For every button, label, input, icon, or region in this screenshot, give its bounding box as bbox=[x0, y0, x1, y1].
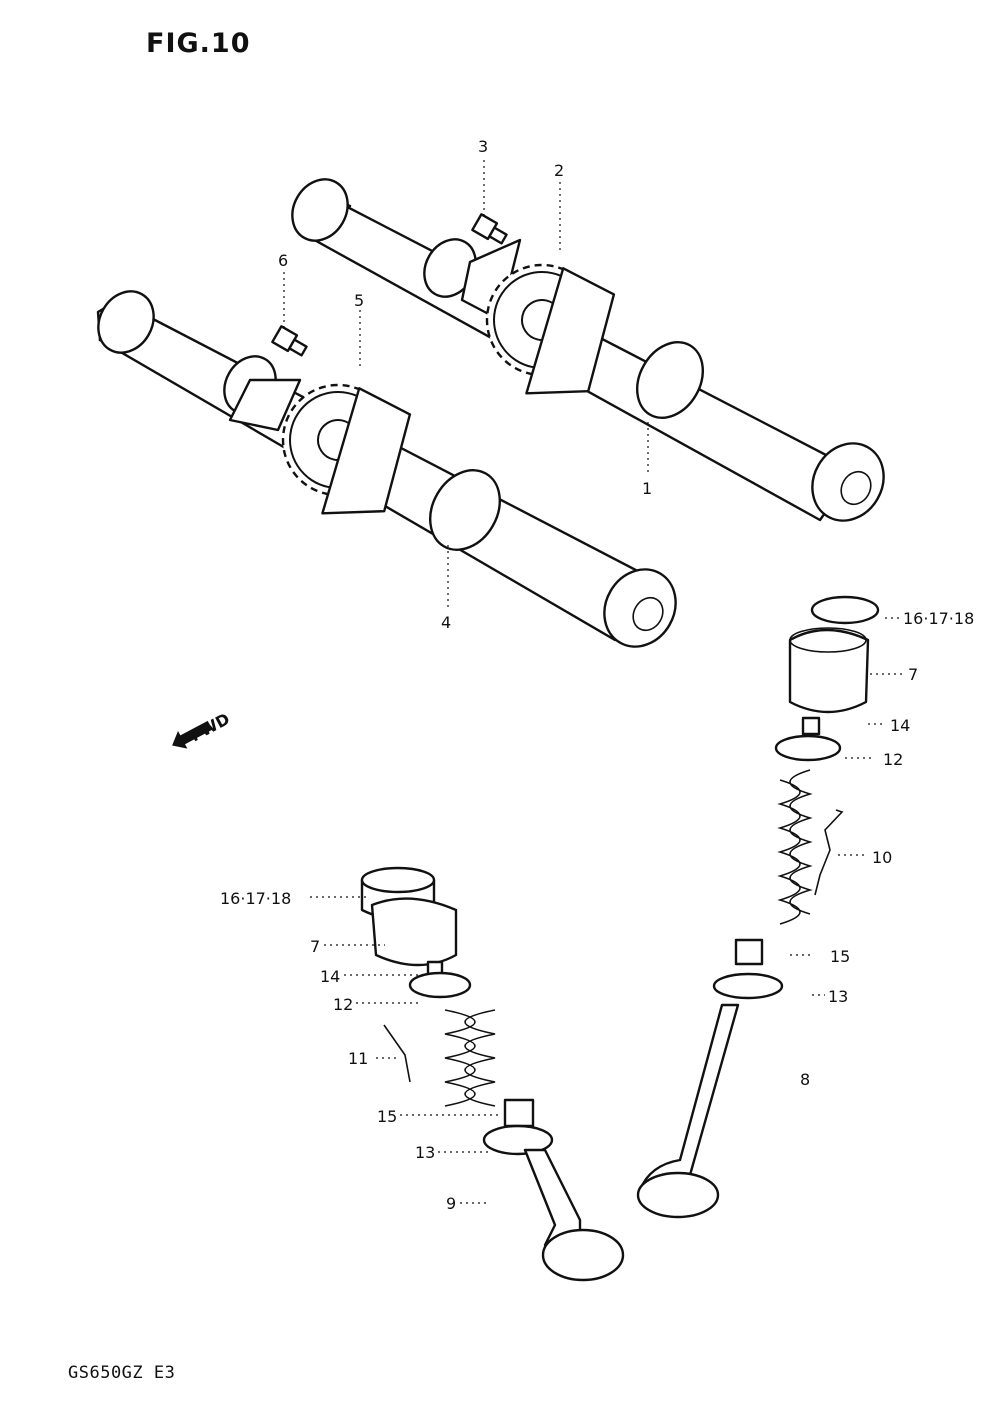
callout-9: 9 bbox=[446, 1194, 456, 1213]
callout-6: 6 bbox=[278, 251, 288, 270]
sprocket-bolt-upper bbox=[471, 213, 508, 245]
intake-cam-sprocket bbox=[271, 373, 412, 515]
callout-10: 10 bbox=[872, 848, 892, 867]
callout-7-right: 7 bbox=[908, 665, 918, 684]
callout-13-left: 13 bbox=[415, 1143, 435, 1162]
figure-title: FIG.10 bbox=[146, 28, 251, 59]
fwd-arrow-icon bbox=[172, 720, 213, 749]
callout-4: 4 bbox=[441, 613, 451, 632]
spring-10-bracket bbox=[814, 809, 844, 896]
callout-15-right: 15 bbox=[830, 947, 850, 966]
callout-5: 5 bbox=[354, 291, 364, 310]
callout-12-left: 12 bbox=[333, 995, 353, 1014]
callout-8: 8 bbox=[800, 1070, 810, 1089]
callout-1: 1 bbox=[642, 479, 652, 498]
callout-14-right: 14 bbox=[890, 716, 910, 735]
callout-11: 11 bbox=[348, 1049, 368, 1068]
callout-16-17-18-right: 16·17·18 bbox=[903, 609, 974, 628]
callout-14-left: 14 bbox=[320, 967, 340, 986]
left-valve-assembly bbox=[360, 866, 625, 1282]
model-code: GS650GZ E3 bbox=[68, 1363, 176, 1383]
callout-16-17-18-left: 16·17·18 bbox=[220, 889, 291, 908]
callout-15-left: 15 bbox=[377, 1107, 397, 1126]
spring-11-bracket bbox=[383, 1024, 411, 1083]
callout-13-right: 13 bbox=[828, 987, 848, 1006]
callout-2: 2 bbox=[554, 161, 564, 180]
right-valve-assembly bbox=[636, 595, 880, 1219]
callout-12-right: 12 bbox=[883, 750, 903, 769]
fwd-label: FWD bbox=[187, 709, 233, 745]
callout-3: 3 bbox=[478, 137, 488, 156]
exhaust-cam-sprocket bbox=[475, 253, 616, 395]
callout-7-left: 7 bbox=[310, 937, 320, 956]
leader-lines bbox=[283, 160, 903, 1204]
sprocket-bolt-lower bbox=[271, 325, 308, 357]
